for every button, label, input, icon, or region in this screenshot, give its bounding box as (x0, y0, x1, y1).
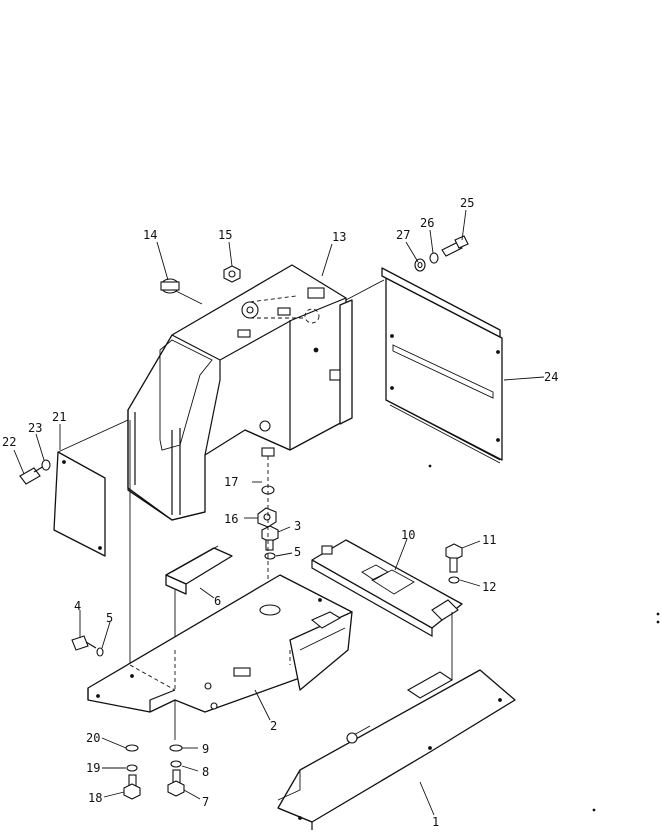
callout-5-lower: 5 (106, 611, 113, 625)
part-19-spring-washer (126, 764, 138, 772)
part-24-side-cover (345, 267, 503, 464)
part-25-bolt (441, 235, 469, 257)
part-15-nut (223, 265, 241, 283)
callout-labels: 1 2 3 4 5 5 6 7 8 9 10 11 12 13 14 15 16… (2, 196, 558, 829)
part-7-bolt (167, 769, 185, 797)
callout-9: 9 (202, 742, 209, 756)
callout-25: 25 (460, 196, 474, 210)
part-21-plate (53, 419, 129, 557)
callout-22: 22 (2, 435, 16, 449)
callout-5-upper: 5 (294, 545, 301, 559)
part-11-bolt (445, 543, 463, 573)
callout-13: 13 (332, 230, 346, 244)
callout-24: 24 (544, 370, 558, 384)
callout-26: 26 (420, 216, 434, 230)
part-9-washer (169, 744, 183, 752)
callout-16: 16 (224, 512, 238, 526)
callout-7: 7 (202, 795, 209, 809)
callout-12: 12 (482, 580, 496, 594)
callout-10: 10 (401, 528, 415, 542)
part-12-washer (448, 576, 460, 584)
callout-14: 14 (143, 228, 157, 242)
callout-19: 19 (86, 761, 100, 775)
leader-lines (13, 209, 545, 816)
part-13-upper-frame (127, 264, 353, 521)
callout-3: 3 (294, 519, 301, 533)
scan-marks (428, 464, 660, 812)
callout-20: 20 (86, 731, 100, 745)
part-18-bolt (123, 774, 141, 800)
part-5-washer-upper (264, 552, 276, 560)
callout-8: 8 (202, 765, 209, 779)
part-2-base-frame (87, 574, 353, 713)
callout-27: 27 (396, 228, 410, 242)
callout-23: 23 (28, 421, 42, 435)
callout-2: 2 (270, 719, 277, 733)
part-8-spring-washer (170, 760, 182, 768)
callout-17: 17 (224, 475, 238, 489)
part-26-spring-washer (429, 252, 439, 264)
part-5-washer-lower (96, 647, 104, 657)
part-14-cap (160, 278, 203, 305)
part-1-side-plate (277, 669, 516, 830)
callout-4: 4 (74, 599, 81, 613)
callout-11: 11 (482, 533, 496, 547)
callout-6: 6 (214, 594, 221, 608)
part-23-washer (41, 459, 51, 471)
part-4-bolt (71, 635, 97, 651)
callout-18: 18 (88, 791, 102, 805)
callout-1: 1 (432, 815, 439, 829)
part-16-nut (257, 507, 277, 528)
part-27-washer (414, 258, 426, 272)
part-20-washer (125, 744, 139, 752)
part-6-bracket (165, 545, 233, 595)
callout-21: 21 (52, 410, 66, 424)
part-10-tray (311, 539, 463, 680)
callout-15: 15 (218, 228, 232, 242)
part-22-bolt (19, 465, 45, 485)
part-3-bolt (261, 525, 279, 551)
